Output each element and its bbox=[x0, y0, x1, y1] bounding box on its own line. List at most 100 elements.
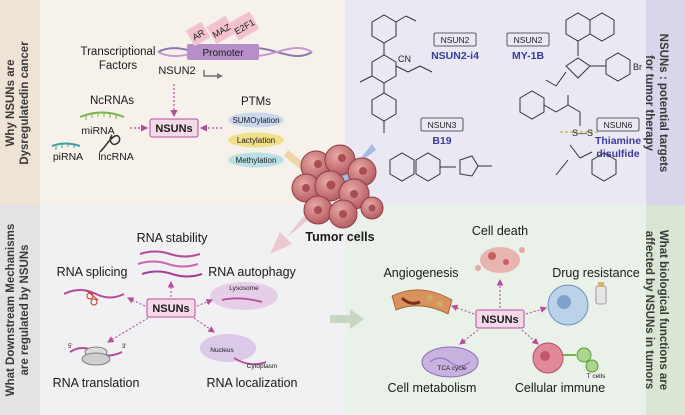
cell-death-icon bbox=[475, 247, 525, 273]
side-label-targets-line2: for tumor therapy bbox=[643, 55, 655, 151]
tca-cycle-label: TCA cycle bbox=[437, 365, 467, 372]
side-strip-bottom-right bbox=[646, 205, 685, 415]
mech-rna-splicing: RNA splicing bbox=[57, 265, 128, 279]
rna-splicing-icon bbox=[63, 289, 125, 306]
ptm-methylation: Methylation bbox=[236, 156, 277, 165]
lncrna-label: lncRNA bbox=[98, 151, 134, 163]
drug4-name-line2: disulfide bbox=[596, 148, 639, 160]
tag-box-d1 bbox=[433, 32, 477, 47]
cell-metabolism-icon: TCA cycle bbox=[421, 346, 479, 378]
arrow-mechanisms-to-functions bbox=[330, 309, 364, 329]
side-label-what-mech-line2: are regulated by NSUNs bbox=[19, 244, 31, 375]
drug2-name: MY-1B bbox=[512, 50, 545, 62]
side-label-what-mech-line1: What Downstream Mechanisms bbox=[5, 224, 17, 397]
func-angiogenesis: Angiogenesis bbox=[383, 266, 458, 280]
tumor-cells-label: Tumor cells bbox=[305, 230, 374, 244]
ncrnas-label: NcRNAs bbox=[90, 95, 134, 107]
mech-rna-translation: RNA translation bbox=[53, 376, 140, 390]
utr3-label: 3' bbox=[122, 344, 126, 350]
tf-box-ar bbox=[185, 21, 211, 47]
structure-nsun2-i4-icon bbox=[359, 14, 433, 133]
side-label-functions-line1: What biological functions are bbox=[657, 230, 669, 390]
function-arrows bbox=[450, 278, 548, 345]
func-cellular-immune: Cellular immune bbox=[515, 381, 605, 395]
transcription-start-arrow bbox=[203, 70, 223, 79]
lysosome-label: Lysosome bbox=[229, 285, 259, 292]
drug4-target: NSUN6 bbox=[604, 120, 633, 130]
drug3-name: B19 bbox=[432, 135, 451, 147]
side-label-targets-line1: NSUNs : potential targets bbox=[657, 34, 669, 173]
angiogenesis-icon bbox=[391, 289, 453, 315]
ptms-label: PTMs bbox=[241, 96, 271, 108]
promoter-label: Promoter bbox=[202, 48, 244, 59]
drug4-name-line1: Thiamine bbox=[595, 135, 641, 147]
structure-thiamine-disulfide-icon bbox=[519, 90, 617, 182]
side-strip-top-right bbox=[646, 0, 685, 205]
mirna-label: miRNA bbox=[81, 125, 114, 137]
gene-nsun2: NSUN2 bbox=[158, 65, 195, 77]
utr5-label: 5' bbox=[68, 344, 72, 350]
nucleus-label: Nucleus bbox=[210, 347, 234, 354]
panel-dysregulation bbox=[0, 0, 345, 205]
rna-stability-icon bbox=[137, 250, 203, 278]
mech-rna-localization: RNA localization bbox=[206, 376, 297, 390]
ptm-sumoylation: SUMOylation bbox=[232, 116, 279, 125]
mech-rna-autophagy: RNA autophagy bbox=[208, 265, 296, 279]
cytoplasm-label: Cytoplasm bbox=[247, 363, 278, 370]
drug1-name: NSUN2-i4 bbox=[431, 50, 479, 62]
rna-translation-icon: 5' 3' bbox=[68, 344, 126, 366]
lncrna-icon bbox=[99, 134, 121, 153]
br-label: Br bbox=[633, 62, 642, 72]
cn-group-label: CN bbox=[398, 54, 411, 64]
tf-label-line2: Factors bbox=[99, 60, 138, 72]
tag-box-d3 bbox=[420, 117, 464, 132]
pirna-label: piRNA bbox=[53, 151, 83, 163]
side-label-functions-line2: affected by NSUNs in tumors bbox=[643, 231, 655, 389]
nsuns-label-dysregulation: NSUNs bbox=[155, 123, 192, 135]
drug1-target: NSUN2 bbox=[441, 35, 470, 45]
pirna-icon bbox=[51, 142, 81, 150]
nsuns-box-functions bbox=[475, 309, 525, 329]
t-cells-label: T cells bbox=[587, 373, 606, 380]
nsuns-box-mechanisms bbox=[146, 298, 196, 318]
panel-therapy bbox=[345, 0, 685, 205]
cellular-immune-icon: T cells bbox=[532, 342, 606, 380]
func-cell-death: Cell death bbox=[472, 224, 528, 238]
tag-box-d2 bbox=[506, 32, 550, 47]
structure-my-1b-icon bbox=[545, 12, 631, 87]
nsuns-label-functions: NSUNs bbox=[481, 314, 518, 326]
structure-b19-icon bbox=[389, 152, 492, 182]
tf-label-line1: Transcriptional bbox=[81, 46, 156, 58]
tf-box-e2f1 bbox=[228, 11, 260, 41]
lysosome-shape bbox=[210, 282, 278, 310]
tf-boxes: AR MAZ E2F1 bbox=[185, 11, 260, 47]
side-label-why-line1: Why NSUNs are bbox=[5, 60, 17, 147]
tf-box-maz bbox=[206, 15, 236, 45]
side-strip-bottom-left bbox=[0, 205, 40, 415]
ptm-lactylation-pill bbox=[228, 132, 284, 148]
tag-box-d4 bbox=[596, 117, 640, 132]
side-strip-top-left bbox=[0, 0, 40, 205]
func-cell-metabolism: Cell metabolism bbox=[388, 381, 477, 395]
mechanism-arrows bbox=[107, 280, 215, 343]
promoter-box bbox=[187, 44, 259, 60]
func-drug-resistance: Drug resistance bbox=[552, 266, 640, 280]
drug2-target: NSUN2 bbox=[514, 35, 543, 45]
drug3-target: NSUN3 bbox=[428, 120, 457, 130]
ptm-lactylation: Lactylation bbox=[237, 136, 275, 145]
rna-autophagy-strand bbox=[221, 297, 263, 303]
nsuns-label-mechanisms: NSUNs bbox=[152, 303, 189, 315]
arrow-tumor-to-mechanisms bbox=[270, 216, 308, 254]
mirna-icon bbox=[79, 111, 125, 120]
side-label-why-line2: Dysregulatedin cancer bbox=[19, 41, 31, 165]
ptm-sumoylation-pill bbox=[228, 112, 284, 128]
nsuns-box-dysregulation bbox=[149, 118, 199, 138]
tumor-cells-icon bbox=[291, 144, 384, 229]
rna-localization-icon: Nucleus Cytoplasm bbox=[200, 334, 277, 370]
disulfide-s-label: S—S bbox=[572, 128, 593, 138]
drug-resistance-icon bbox=[547, 282, 607, 326]
mech-rna-stability: RNA stability bbox=[137, 231, 209, 245]
ptm-methylation-pill bbox=[228, 152, 284, 168]
